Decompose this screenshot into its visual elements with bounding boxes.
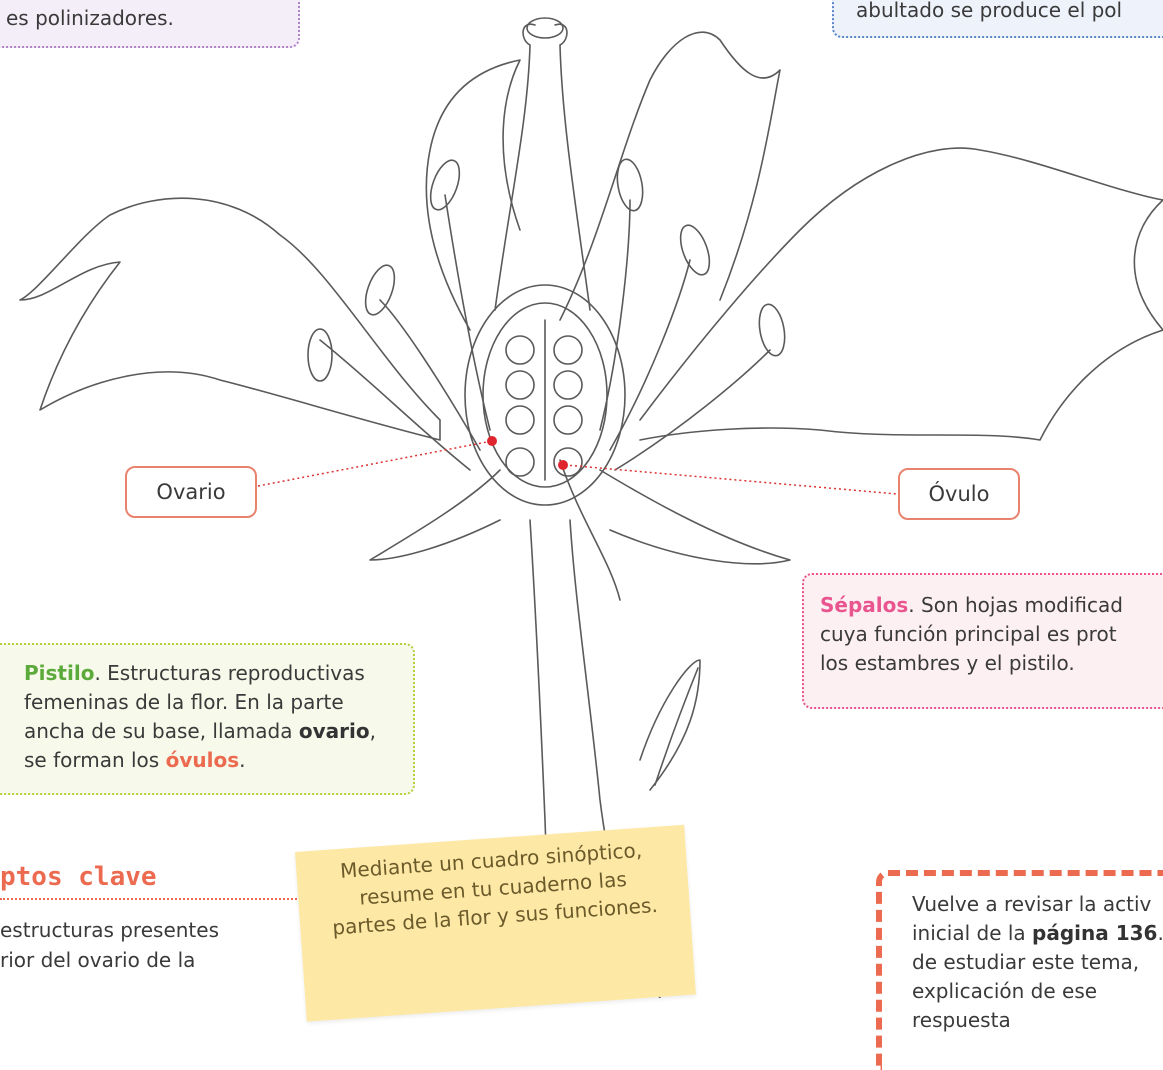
petal-upper-left [425,59,521,331]
petal-left [19,197,441,441]
ovary [464,284,626,506]
stamens [307,158,786,471]
petal-upper-right [559,31,781,321]
review-box: Vuelve a revisar la activ inicial de la … [876,870,1163,1070]
pistil-style [494,23,591,311]
petal-lower-right [599,469,791,565]
info-box-top-right: abultado se produce el pol [832,0,1163,38]
info-box-top-left-text: es polinizadores. [6,6,174,30]
page-reference: página 136 [1032,921,1158,945]
bud [639,659,701,791]
info-box-pistilo: Pistilo. Estructuras reproductivas femen… [0,643,415,795]
pointer-dot-ovulo [558,460,568,470]
flower-diagram [19,17,1163,998]
pointer-dot-ovario [487,436,497,446]
info-box-top-left: es polinizadores. [0,0,300,48]
label-ovario: Ovario [125,466,257,518]
petal-lower-left [369,469,501,561]
petal-right [639,147,1163,441]
info-box-sepalos: Sépalos. Son hojas modificad cuya funció… [802,573,1163,709]
term-sepalos: Sépalos [820,593,909,617]
pointer-line-ovulo [564,464,898,495]
term-pistilo: Pistilo [24,661,95,685]
pointer-line-ovario [257,440,493,487]
label-ovulo: Óvulo [898,468,1020,520]
ovules [505,319,583,481]
sticky-note-activity: Mediante un cuadro sinóptico, resume en … [295,824,696,1022]
key-concepts-text: estructuras presentes rior del ovario de… [0,918,219,972]
key-concepts-title: ptos clave [0,862,157,892]
term-ovario: ovario [298,719,370,743]
key-concepts-divider [0,898,420,900]
info-box-top-right-text: abultado se produce el pol [856,0,1123,22]
term-ovulos: óvulos [165,748,240,772]
